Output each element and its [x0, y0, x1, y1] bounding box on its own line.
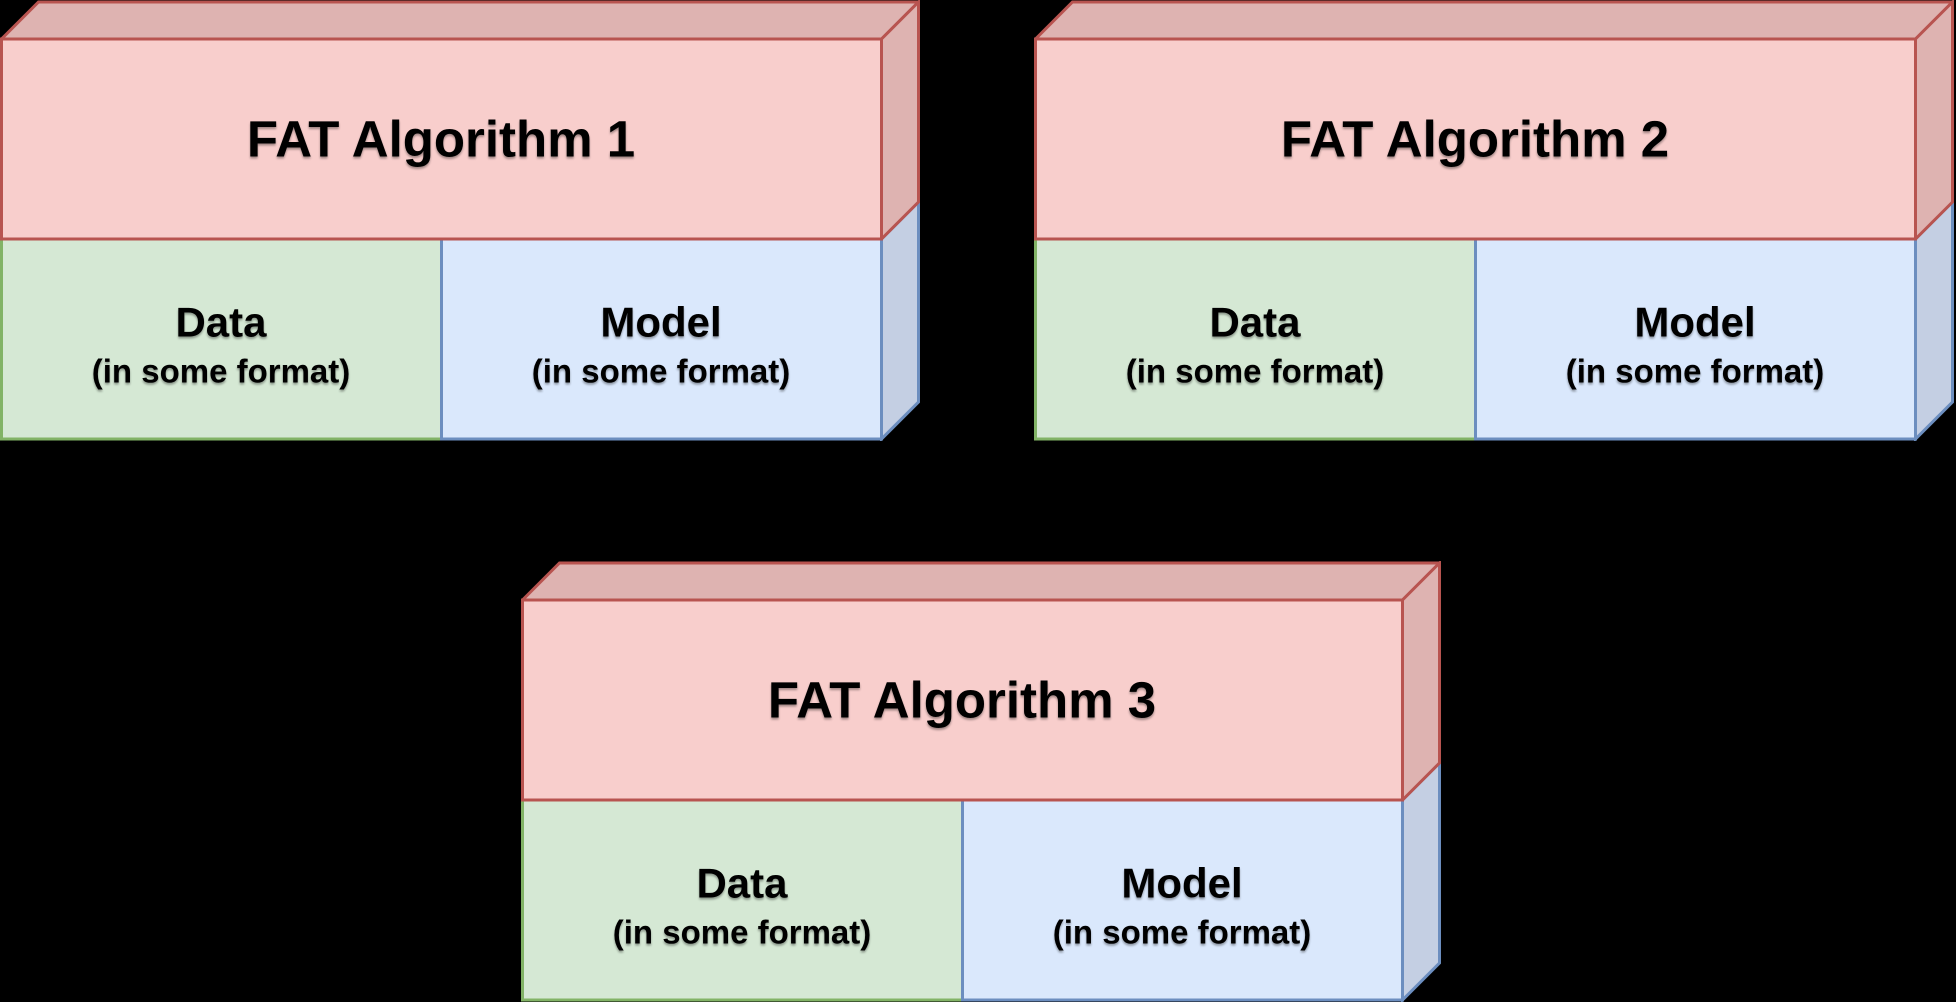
data-face — [0, 237, 443, 441]
fat-algorithm-3-block: FAT Algorithm 3 Data (in some format) Mo… — [521, 561, 1441, 1002]
block-drawing: FAT Algorithm 3 Data (in some format) Mo… — [521, 561, 1441, 1002]
box-top-face — [1034, 0, 1954, 41]
data-label: Data — [1209, 299, 1301, 346]
model-label: Model — [1121, 860, 1242, 907]
algorithm-face — [0, 37, 883, 241]
data-sublabel: (in some format) — [1126, 353, 1385, 390]
box-top-face — [0, 0, 920, 41]
block-drawing: FAT Algorithm 2 Data (in some format) Mo… — [1034, 0, 1954, 441]
algorithm-title: FAT Algorithm 2 — [1281, 111, 1669, 168]
model-side-face — [1401, 759, 1441, 1002]
data-face — [1034, 237, 1477, 441]
data-label: Data — [175, 299, 267, 346]
algorithm-side-face — [1401, 561, 1441, 804]
model-label: Model — [1634, 299, 1755, 346]
data-sublabel: (in some format) — [613, 914, 872, 951]
data-label: Data — [696, 860, 788, 907]
fat-algorithm-2-block: FAT Algorithm 2 Data (in some format) Mo… — [1034, 0, 1954, 441]
algorithm-face — [1034, 37, 1917, 241]
algorithm-side-face — [1914, 0, 1954, 243]
algorithm-side-face — [880, 0, 920, 243]
data-face — [521, 798, 964, 1002]
model-sublabel: (in some format) — [532, 353, 791, 390]
model-label: Model — [600, 299, 721, 346]
model-face — [440, 237, 883, 441]
algorithm-face — [521, 598, 1404, 802]
data-sublabel: (in some format) — [92, 353, 351, 390]
algorithm-title: FAT Algorithm 3 — [768, 672, 1156, 729]
model-sublabel: (in some format) — [1566, 353, 1825, 390]
model-face — [1474, 237, 1917, 441]
model-face — [961, 798, 1404, 1002]
algorithm-title: FAT Algorithm 1 — [247, 111, 635, 168]
model-sublabel: (in some format) — [1053, 914, 1312, 951]
model-side-face — [1914, 198, 1954, 441]
box-top-face — [521, 561, 1441, 602]
model-side-face — [880, 198, 920, 441]
fat-algorithm-1-block: FAT Algorithm 1 Data (in some format) Mo… — [0, 0, 920, 441]
block-drawing: FAT Algorithm 1 Data (in some format) Mo… — [0, 0, 920, 441]
